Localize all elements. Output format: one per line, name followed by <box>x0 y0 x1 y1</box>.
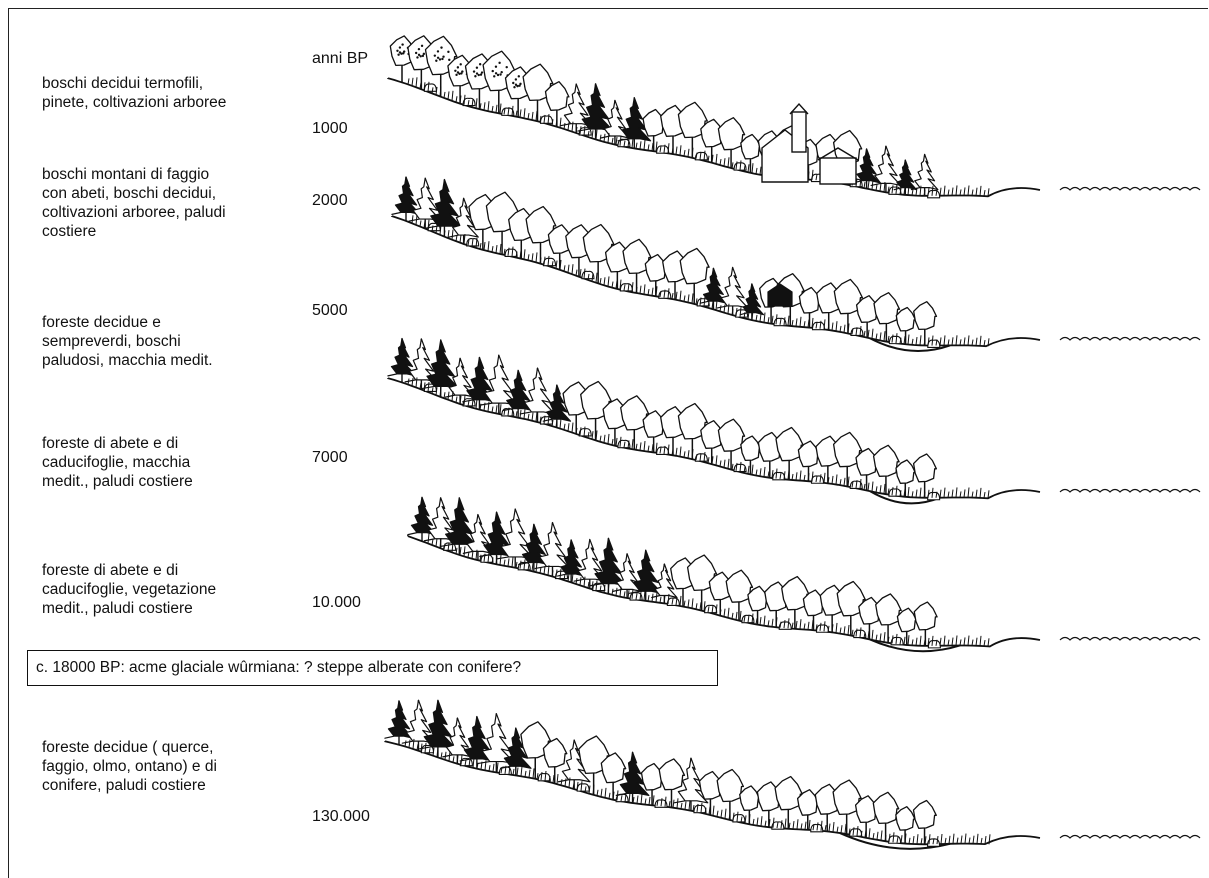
profile-130000 <box>385 700 1200 849</box>
profile-7000 <box>408 497 1200 651</box>
profile-5000 <box>388 338 1200 503</box>
profile-2000 <box>392 177 1200 351</box>
